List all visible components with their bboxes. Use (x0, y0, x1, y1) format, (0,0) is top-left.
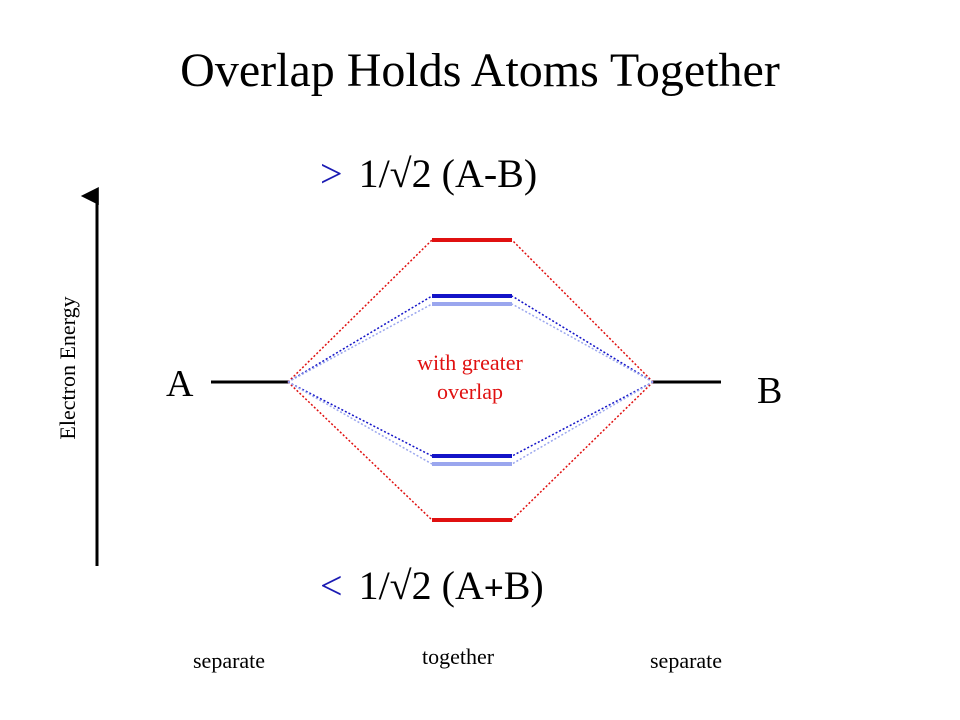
greater-overlap-connectors (287, 239, 654, 521)
antibonding-orbital-label: >1/√2 (A-B) (320, 150, 537, 198)
antibonding-formula-prefix: 1/√2 (A (358, 151, 484, 196)
bonding-formula-suffix: B) (503, 563, 544, 608)
electron-energy-axis-label: Electron Energy (55, 296, 80, 440)
greater-overlap-annotation: with greater overlap (360, 348, 580, 406)
state-label-together: together (422, 644, 495, 669)
annotation-line-2: overlap (437, 379, 503, 404)
antibonding-formula-operator: - (483, 151, 498, 196)
connector-b-antibonding (511, 295, 654, 383)
connector-b-antibonding (511, 239, 654, 383)
light-overlap-connectors (287, 303, 654, 465)
state-label-separate-right: separate (650, 648, 723, 673)
atom-a-label: A (166, 363, 194, 405)
connector-b-bonding (511, 381, 654, 465)
bonding-formula-prefix: 1/√2 (A (358, 563, 484, 608)
connector-b-bonding (511, 381, 654, 521)
connector-a-bonding (287, 381, 433, 457)
bonding-orbital-label: <1/√2 (A+B) (320, 562, 544, 612)
connector-a-bonding (287, 381, 433, 521)
less-than-symbol: < (320, 563, 343, 608)
connector-a-antibonding (287, 239, 433, 383)
annotation-line-1: with greater (417, 350, 523, 375)
atom-b-label: B (757, 370, 783, 412)
state-label-separate-left: separate (193, 648, 266, 673)
bonding-formula-operator: + (483, 569, 504, 607)
connector-b-bonding (511, 381, 654, 457)
connector-b-antibonding (511, 303, 654, 383)
greater-than-symbol: > (320, 151, 343, 196)
slide-title: Overlap Holds Atoms Together (180, 44, 780, 97)
antibonding-formula-suffix: B) (497, 151, 538, 196)
connector-a-antibonding (287, 303, 433, 383)
normal-overlap-connectors (287, 295, 654, 457)
